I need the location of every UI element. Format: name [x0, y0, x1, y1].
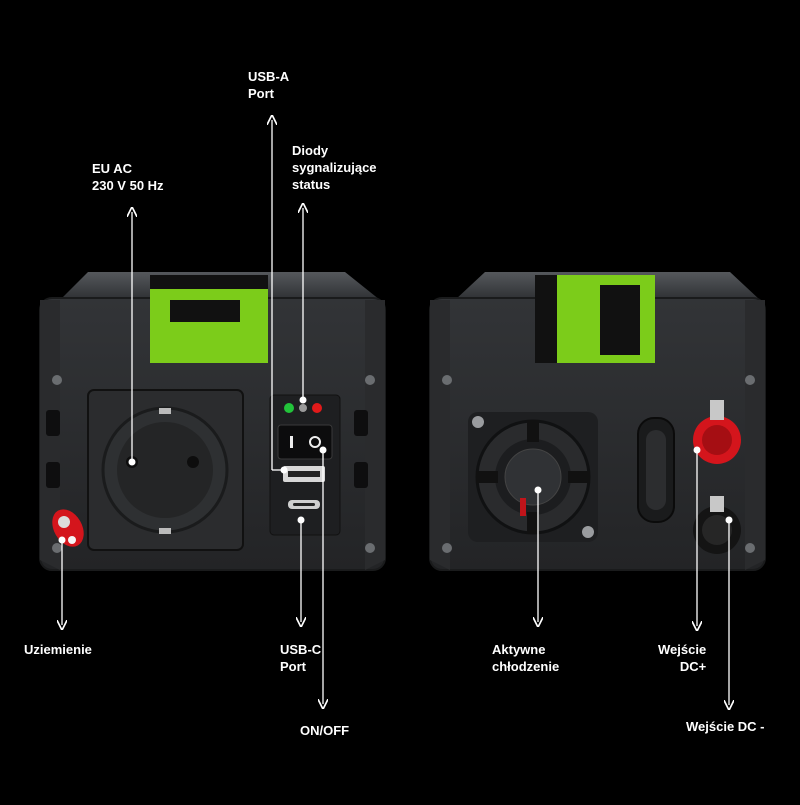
screw-icon: [745, 375, 755, 385]
label-active-cooling: Aktywne chłodzenie: [492, 642, 560, 674]
front-unit: [39, 272, 386, 571]
led-amber: [299, 404, 307, 412]
label-usb-a-port: USB-A Port: [248, 69, 290, 101]
label-dc-plus: Wejście DC+: [658, 642, 707, 674]
back-unit: [429, 272, 766, 571]
label-on-off: ON/OFF: [300, 723, 350, 738]
screw-icon: [52, 375, 62, 385]
screw-icon: [582, 526, 594, 538]
screw-icon: [365, 375, 375, 385]
label-eu-ac: EU AC 230 V 50 Hz: [92, 161, 164, 193]
label-ground: Uziemienie: [24, 642, 92, 657]
power-switch[interactable]: [277, 424, 333, 460]
callout-dots: [58, 396, 733, 544]
screw-icon: [442, 375, 452, 385]
screw-icon: [472, 416, 484, 428]
callout-lines: [62, 120, 729, 705]
screw-icon: [745, 543, 755, 553]
led-red: [312, 403, 322, 413]
socket-pin-hole-right: [187, 456, 199, 468]
screw-icon: [52, 543, 62, 553]
label-usb-c-port: USB-C Port: [280, 642, 322, 674]
screw-icon: [365, 543, 375, 553]
label-dc-minus: Wejście DC -: [686, 719, 765, 734]
led-green: [284, 403, 294, 413]
control-panel: [269, 394, 341, 536]
screw-icon: [442, 543, 452, 553]
label-status-leds: Diody sygnalizujące status: [292, 143, 377, 192]
